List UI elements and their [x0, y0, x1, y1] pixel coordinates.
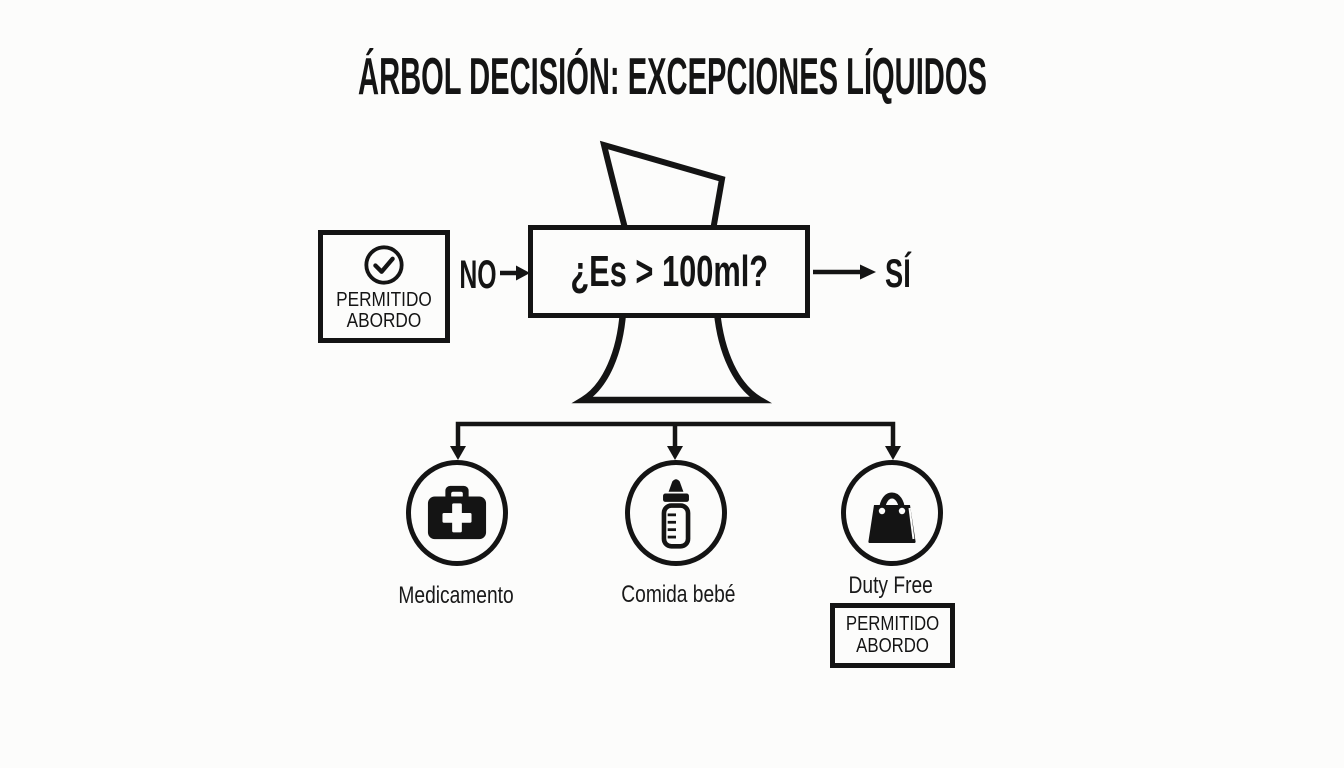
baby-bottle-icon — [661, 479, 691, 549]
check-circle-icon — [364, 244, 404, 285]
exception-node-baby-food — [625, 460, 727, 566]
no-branch-arrow — [500, 265, 530, 281]
permitted-aboard-box-duty-free: PERMITIDO ABORDO — [830, 603, 955, 668]
page-title: ÁRBOL DECISIÓN: EXCEPCIONES LÍQUIDOS — [0, 50, 1344, 104]
decision-node: ¿Es > 100ml? — [528, 225, 810, 318]
exceptions-connector-line — [455, 421, 896, 447]
down-arrowhead-icon — [450, 446, 466, 460]
exception-node-medication — [406, 460, 508, 566]
medication-label-text: Medicamento — [398, 582, 514, 609]
shopping-bag-icon — [868, 492, 916, 543]
permitted-aboard-box-no-branch: PERMITIDO ABORDO — [318, 230, 450, 343]
yes-arrowhead-icon — [860, 264, 876, 280]
down-arrowhead-icon — [667, 446, 683, 460]
funnel-bottom-shape — [571, 308, 773, 404]
permitted-aboard-text: PERMITIDO ABORDO — [845, 613, 940, 657]
permitted-aboard-text: PERMITIDO ABORDO — [336, 287, 432, 332]
duty-free-label-text: Duty Free — [848, 572, 934, 599]
exceptions-connector — [450, 421, 901, 460]
yes-branch-arrow — [813, 264, 876, 280]
decision-question: ¿Es > 100ml? — [570, 246, 768, 296]
yes-branch-label-text: SÍ — [885, 251, 911, 296]
first-aid-kit-icon — [427, 485, 487, 540]
exception-label-duty-free: Duty Free — [791, 573, 991, 599]
baby-food-label-text: Comida bebé — [620, 581, 736, 608]
yes-branch-label: SÍ — [866, 252, 930, 296]
funnel-top-shape — [599, 140, 726, 239]
exception-label-baby-food: Comida bebé — [578, 582, 778, 608]
no-branch-label: NO — [444, 252, 512, 297]
page-title-text: ÁRBOL DECISIÓN: EXCEPCIONES LÍQUIDOS — [357, 48, 987, 106]
exception-label-medication: Medicamento — [356, 583, 556, 609]
exception-node-duty-free — [841, 460, 943, 566]
no-branch-label-text: NO — [459, 252, 497, 297]
no-arrowhead-icon — [516, 265, 530, 281]
down-arrowhead-icon — [885, 446, 901, 460]
